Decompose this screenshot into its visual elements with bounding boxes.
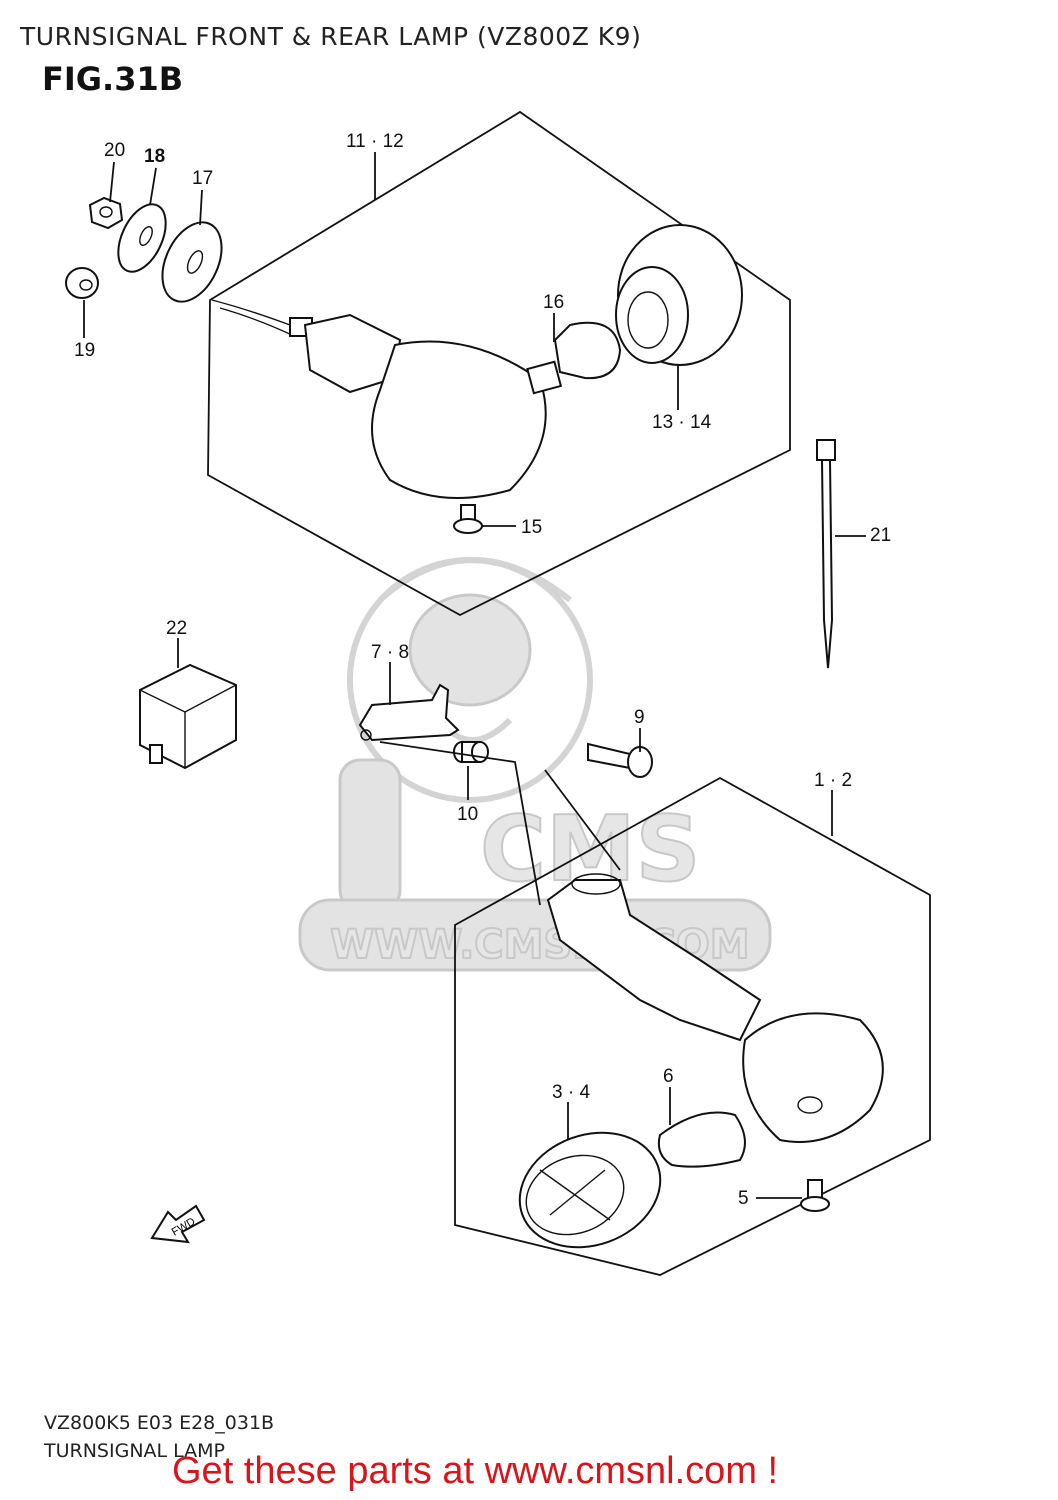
callout-17: 17 <box>192 168 213 189</box>
assembly-line-a <box>379 741 541 906</box>
diagram-title: TURNSIGNAL FRONT & REAR LAMP (VZ800Z K9) <box>20 22 642 51</box>
assembly-line-b <box>544 769 621 871</box>
callout-10: 10 <box>457 804 478 825</box>
grommet-19 <box>65 267 99 299</box>
bulb-6 <box>657 1111 746 1168</box>
screw-5 <box>800 1179 830 1212</box>
callout-6: 6 <box>663 1066 674 1087</box>
lamp-wire <box>211 299 291 326</box>
figure-label: FIG.31B <box>42 60 184 98</box>
callout-9: 9 <box>634 707 645 728</box>
lower-lamp-arm <box>546 879 762 1042</box>
bulb-16 <box>553 321 622 380</box>
upper-lamp-shell <box>371 340 547 499</box>
lower-lamp-shell <box>742 1012 884 1143</box>
callout-1-2: 1 · 2 <box>814 770 852 791</box>
lens-3-4 <box>518 1131 662 1249</box>
washer-17 <box>161 221 223 303</box>
lower-assembly-box <box>454 776 931 1276</box>
collar-10 <box>453 741 489 763</box>
callout-20: 20 <box>104 140 125 161</box>
callout-11-12: 11 · 12 <box>346 131 404 152</box>
callout-21: 21 <box>870 525 891 546</box>
upper-assembly-box <box>207 110 791 617</box>
washer-18 <box>117 203 167 273</box>
cable-tie-21 <box>816 439 836 669</box>
watermark-url: WWW.CMSNL.COM <box>330 922 750 968</box>
bolt-9 <box>587 742 653 778</box>
callout-7-8: 7 · 8 <box>371 642 409 663</box>
diagram-name: TURNSIGNAL LAMP <box>44 1440 226 1462</box>
callout-13-14: 13 · 14 <box>652 412 712 433</box>
screw-15 <box>453 504 483 534</box>
relay-22 <box>139 663 237 770</box>
callout-18: 18 <box>144 146 165 167</box>
diagram-code: VZ800K5 E03 E28_031B <box>44 1412 275 1434</box>
callout-16: 16 <box>543 292 564 313</box>
bracket-7-8 <box>358 683 460 742</box>
promo-link[interactable]: Get these parts at www.cmsnl.com ! <box>172 1450 779 1492</box>
watermark-logo: CMS WWW.CMSNL.COM <box>298 557 772 972</box>
callout-5: 5 <box>738 1188 749 1209</box>
callout-3-4: 3 · 4 <box>552 1082 590 1103</box>
nut-20 <box>88 196 124 230</box>
callout-22: 22 <box>166 618 187 639</box>
callout-19: 19 <box>74 340 95 361</box>
callout-15: 15 <box>521 517 542 538</box>
forward-arrow: FWD <box>150 1204 206 1244</box>
